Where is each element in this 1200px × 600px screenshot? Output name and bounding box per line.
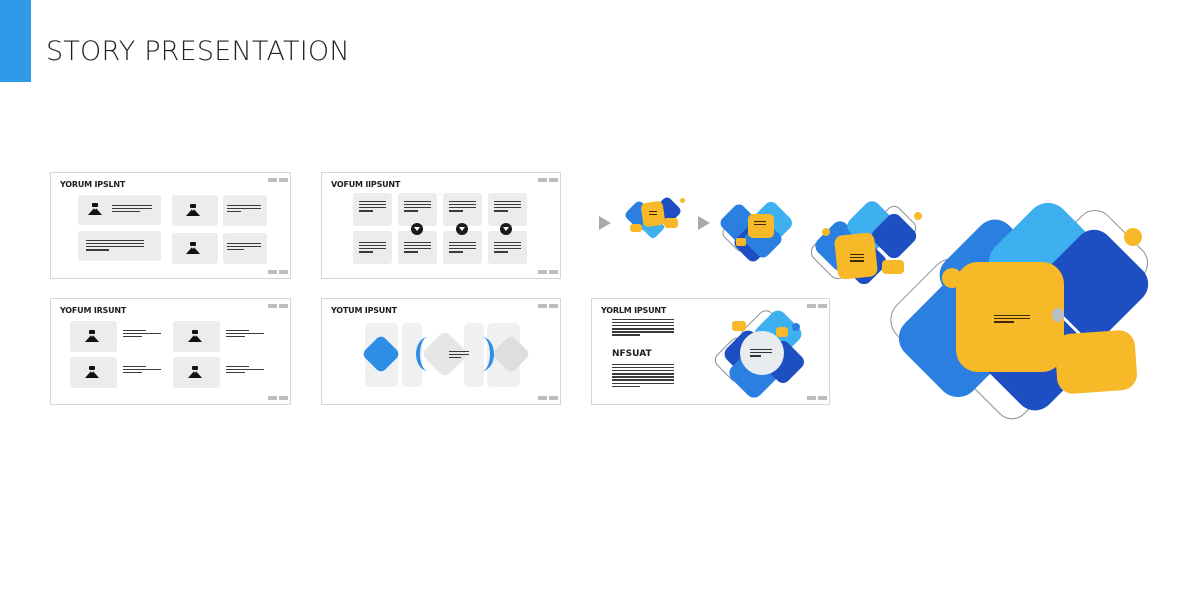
content-card xyxy=(78,231,161,261)
nav-button[interactable] xyxy=(538,178,547,182)
nav-button[interactable] xyxy=(279,396,288,400)
slide-thumbnail-4[interactable]: YOTUM IPSUNT xyxy=(321,298,561,405)
graphic-cluster-medium xyxy=(717,196,803,276)
slide-title: VOFUM IIPSUNT xyxy=(331,180,401,189)
content-card xyxy=(70,321,117,352)
slide-nav-bottom xyxy=(538,270,558,274)
content-card xyxy=(488,193,527,226)
nav-button[interactable] xyxy=(279,304,288,308)
card-caption xyxy=(226,330,264,339)
person-icon xyxy=(88,203,102,215)
slide-title: YORUM IPSLNT xyxy=(60,180,126,189)
slide-title: YOFUM IRSUNT xyxy=(60,306,127,315)
nav-button[interactable] xyxy=(818,304,827,308)
nav-button[interactable] xyxy=(549,396,558,400)
content-card xyxy=(223,233,267,264)
content-card xyxy=(70,357,117,388)
slide-nav-bottom xyxy=(268,270,288,274)
slide-subtitle: NFSUAT xyxy=(612,349,652,359)
nav-button[interactable] xyxy=(268,270,277,274)
slide-title: YORLM IPSUNT xyxy=(601,306,667,315)
nav-button[interactable] xyxy=(538,270,547,274)
person-icon xyxy=(85,330,99,342)
chevron-down-circle-icon xyxy=(456,223,468,235)
card-caption xyxy=(123,330,161,339)
graphic-cluster-xlarge xyxy=(880,194,1170,427)
slide-nav-bottom xyxy=(268,396,288,400)
graphic-cluster-small xyxy=(618,190,693,250)
nav-button[interactable] xyxy=(549,178,558,182)
arrow-right-triangle-icon xyxy=(698,216,710,230)
slide-nav-top xyxy=(538,304,558,308)
slide-nav-top xyxy=(268,178,288,182)
graphic-cluster-large xyxy=(800,197,930,300)
person-icon xyxy=(186,204,200,216)
chevron-down-circle-icon xyxy=(500,223,512,235)
nav-button[interactable] xyxy=(279,270,288,274)
slide-title: YOTUM IPSUNT xyxy=(331,306,397,315)
content-card xyxy=(353,231,392,264)
slide-nav-top xyxy=(268,304,288,308)
nav-button[interactable] xyxy=(268,178,277,182)
nav-button[interactable] xyxy=(538,304,547,308)
nav-button[interactable] xyxy=(818,396,827,400)
chevron-down-circle-icon xyxy=(411,223,423,235)
slide-thumbnail-3[interactable]: YOFUM IRSUNT xyxy=(50,298,291,405)
content-card xyxy=(398,231,437,264)
content-card xyxy=(443,231,482,264)
content-card xyxy=(78,195,161,225)
slide-nav-top xyxy=(538,178,558,182)
nav-button[interactable] xyxy=(268,304,277,308)
content-card xyxy=(443,193,482,226)
slide-nav-bottom xyxy=(807,396,827,400)
content-card xyxy=(488,231,527,264)
arrow-right-triangle-icon xyxy=(599,216,611,230)
center-caption xyxy=(449,351,469,360)
nav-button[interactable] xyxy=(549,304,558,308)
header-accent-bar xyxy=(0,0,31,82)
slide-nav-bottom xyxy=(538,396,558,400)
content-card xyxy=(173,357,220,388)
content-card xyxy=(172,195,218,226)
content-card xyxy=(398,193,437,226)
nav-button[interactable] xyxy=(538,396,547,400)
slide-thumbnail-1[interactable]: YORUM IPSLNT xyxy=(50,172,291,279)
open-bracket-right xyxy=(470,337,494,371)
body-text xyxy=(612,364,674,389)
card-caption xyxy=(226,366,264,375)
nav-button[interactable] xyxy=(549,270,558,274)
open-bracket-left xyxy=(416,337,440,371)
content-card xyxy=(173,321,220,352)
card-caption xyxy=(123,366,161,375)
nav-button[interactable] xyxy=(807,396,816,400)
graphic-cluster xyxy=(704,306,809,402)
nav-button[interactable] xyxy=(279,178,288,182)
slide-thumbnail-5[interactable]: YORLM IPSUNT NFSUAT xyxy=(591,298,830,405)
nav-button[interactable] xyxy=(807,304,816,308)
person-icon xyxy=(85,366,99,378)
person-icon xyxy=(186,242,200,254)
content-card xyxy=(172,233,218,264)
slide-thumbnail-2[interactable]: VOFUM IIPSUNT xyxy=(321,172,561,279)
person-icon xyxy=(188,366,202,378)
process-backdrop xyxy=(402,323,422,387)
page-title: STORY PRESENTATION xyxy=(46,36,350,67)
body-text xyxy=(612,319,674,338)
person-icon xyxy=(188,330,202,342)
content-card xyxy=(223,195,267,226)
content-card xyxy=(353,193,392,226)
slide-nav-top xyxy=(807,304,827,308)
nav-button[interactable] xyxy=(268,396,277,400)
